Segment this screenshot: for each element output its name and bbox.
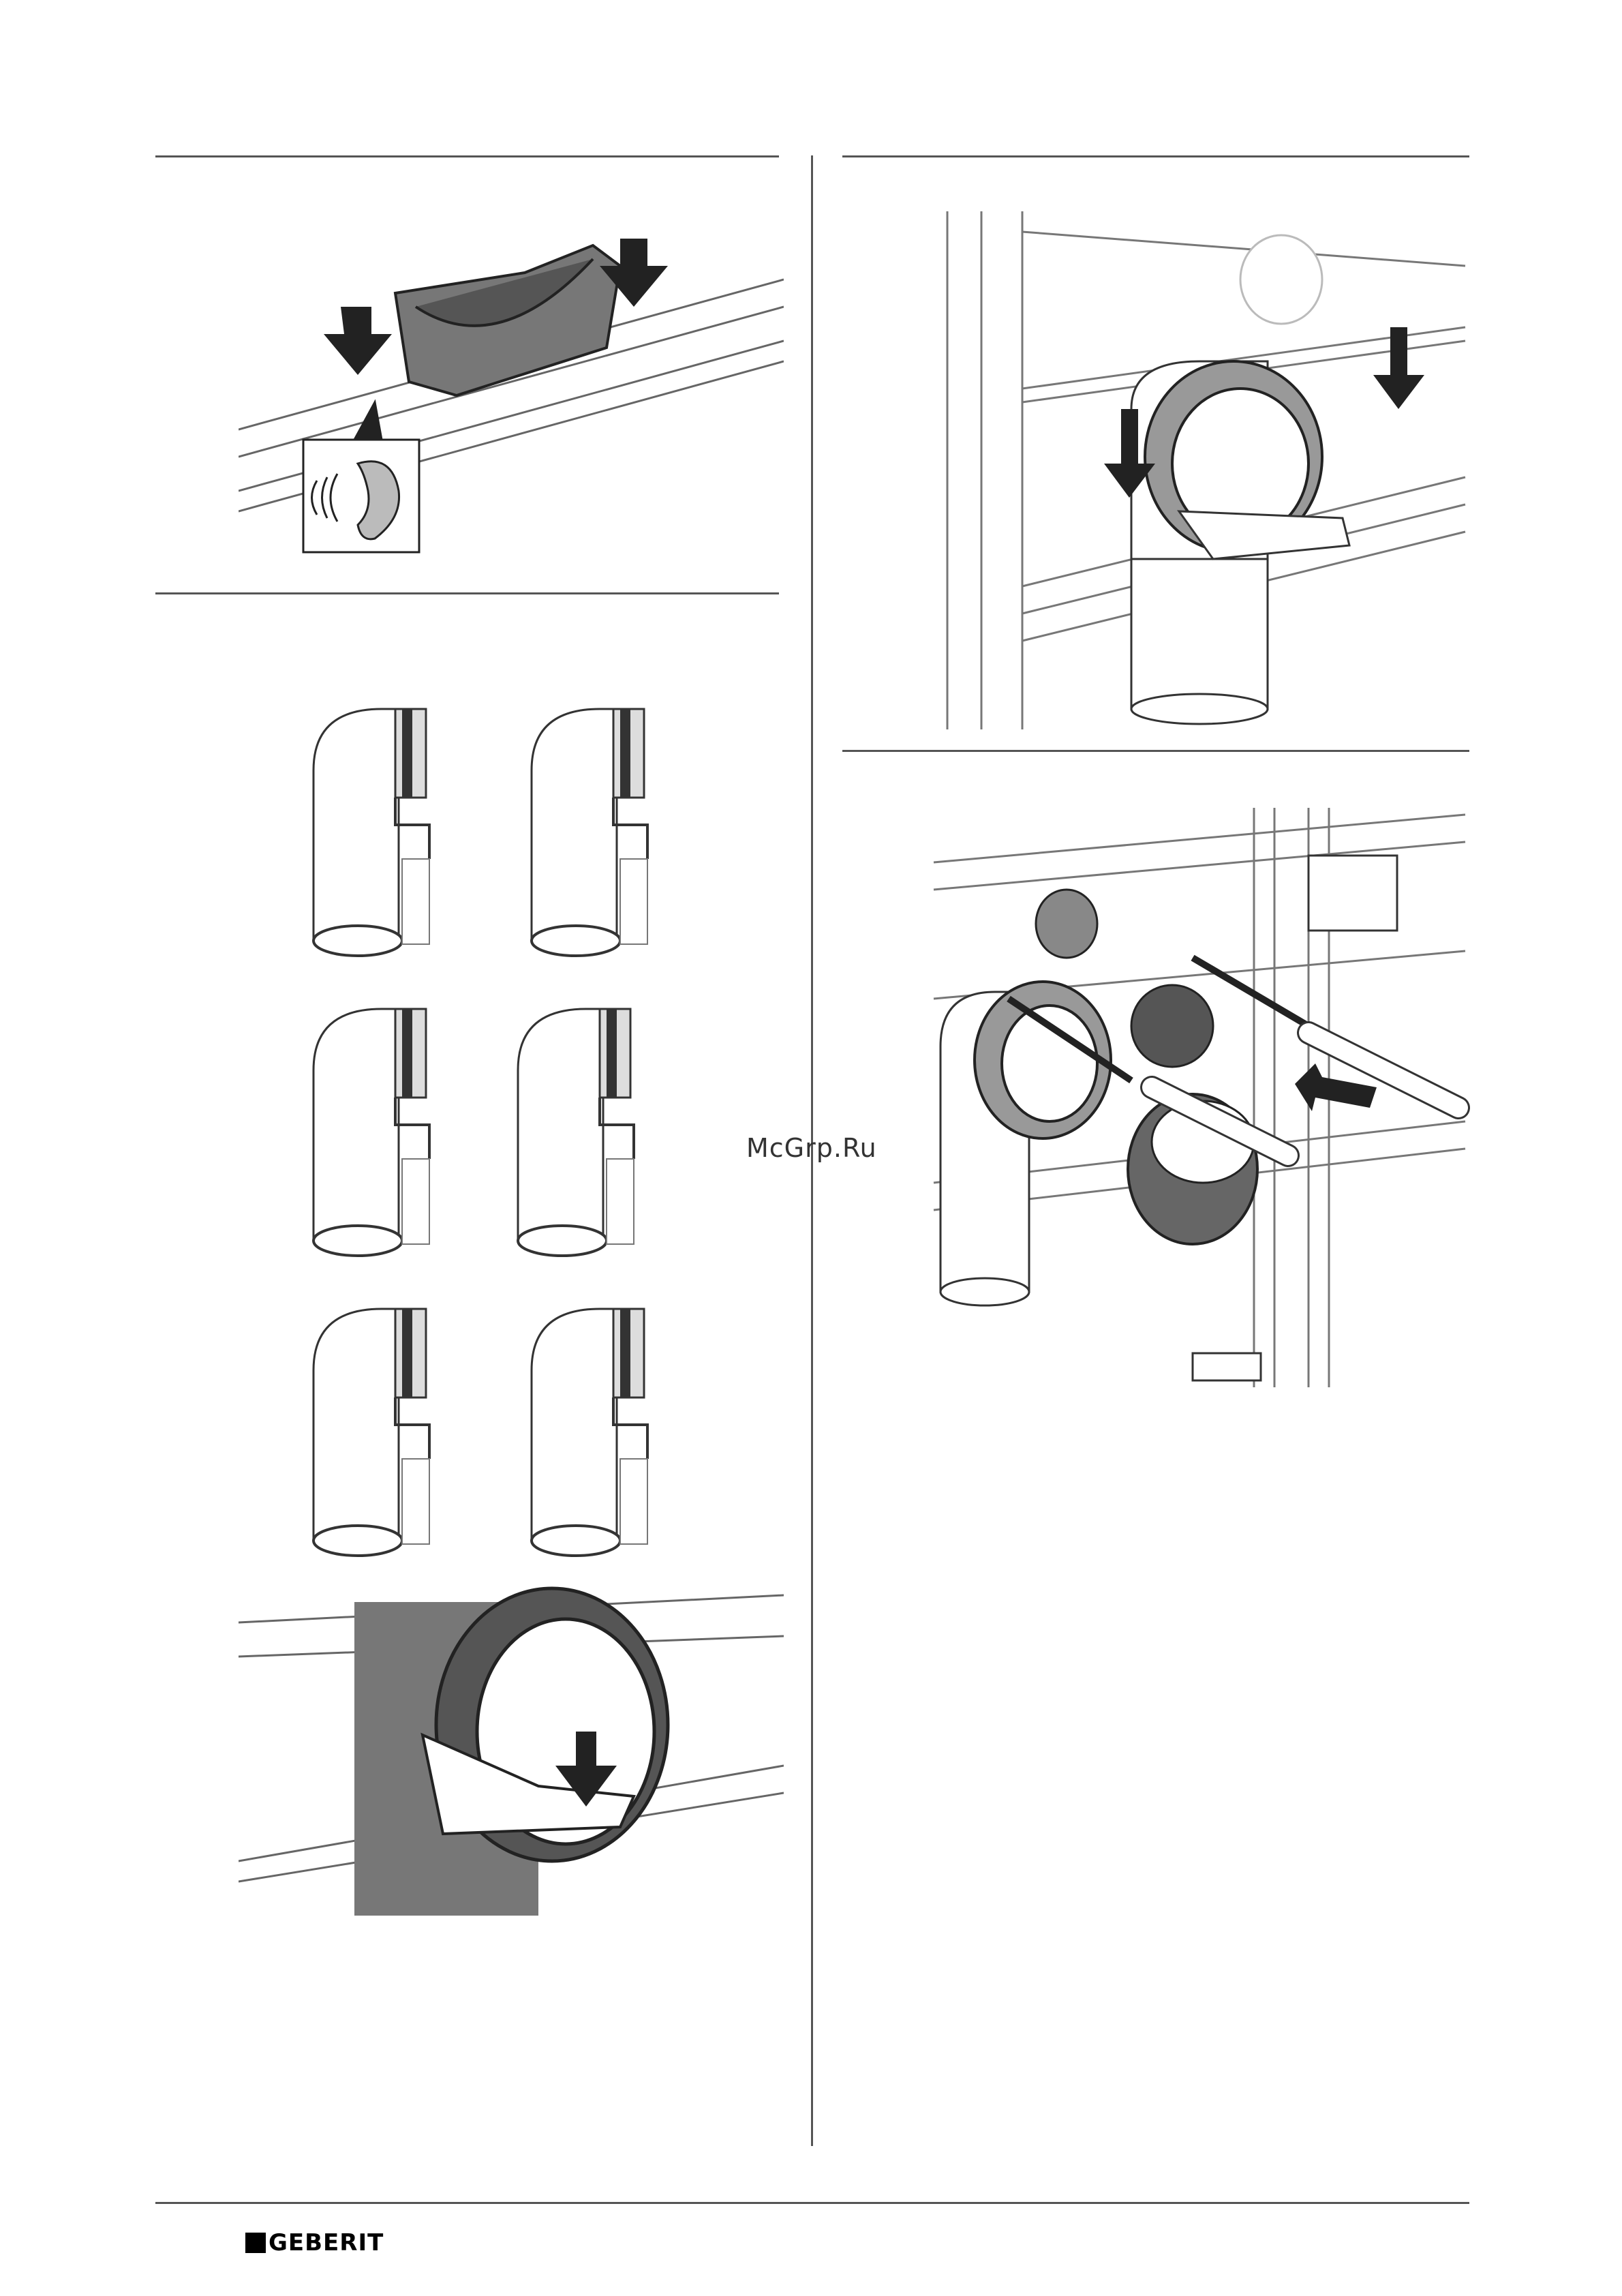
figure-bracket-click (239, 205, 784, 566)
bend-variant-5 (313, 1309, 429, 1556)
watermark: McGrp.Ru (746, 1133, 877, 1163)
upper-fitting (1036, 890, 1097, 958)
figure-connector-assembly (927, 801, 1472, 1401)
arrow-down-icon (324, 307, 392, 375)
section-rule-top-left (155, 155, 779, 157)
bend-variant-6 (532, 1309, 647, 1556)
section-rule-top-right (842, 155, 1469, 157)
pipe-lower (1131, 552, 1268, 709)
figure-bend-in-bracket (239, 1561, 784, 1916)
bend-variant-1 (313, 709, 429, 956)
brand-logo: GEBERIT (245, 2229, 384, 2256)
section-rule-mid-right (842, 750, 1469, 752)
bend-variant-4 (518, 1009, 634, 1256)
brand-square-icon (245, 2233, 266, 2253)
sleeve-small (1131, 985, 1213, 1067)
figure-bend-on-frame (927, 205, 1472, 736)
section-rule-mid-left (155, 592, 779, 594)
bend-variant-2 (532, 709, 647, 956)
figure-bend-variants (300, 682, 722, 1561)
base-plate (1193, 1353, 1261, 1380)
bend-variant-3 (313, 1009, 429, 1256)
ear-callout (303, 402, 419, 552)
upper-fitting (1240, 235, 1322, 324)
bracket-shape (395, 245, 620, 395)
footer-rule (155, 2202, 1469, 2204)
brand-name: GEBERIT (269, 2229, 384, 2256)
mounting-box (1309, 856, 1397, 931)
